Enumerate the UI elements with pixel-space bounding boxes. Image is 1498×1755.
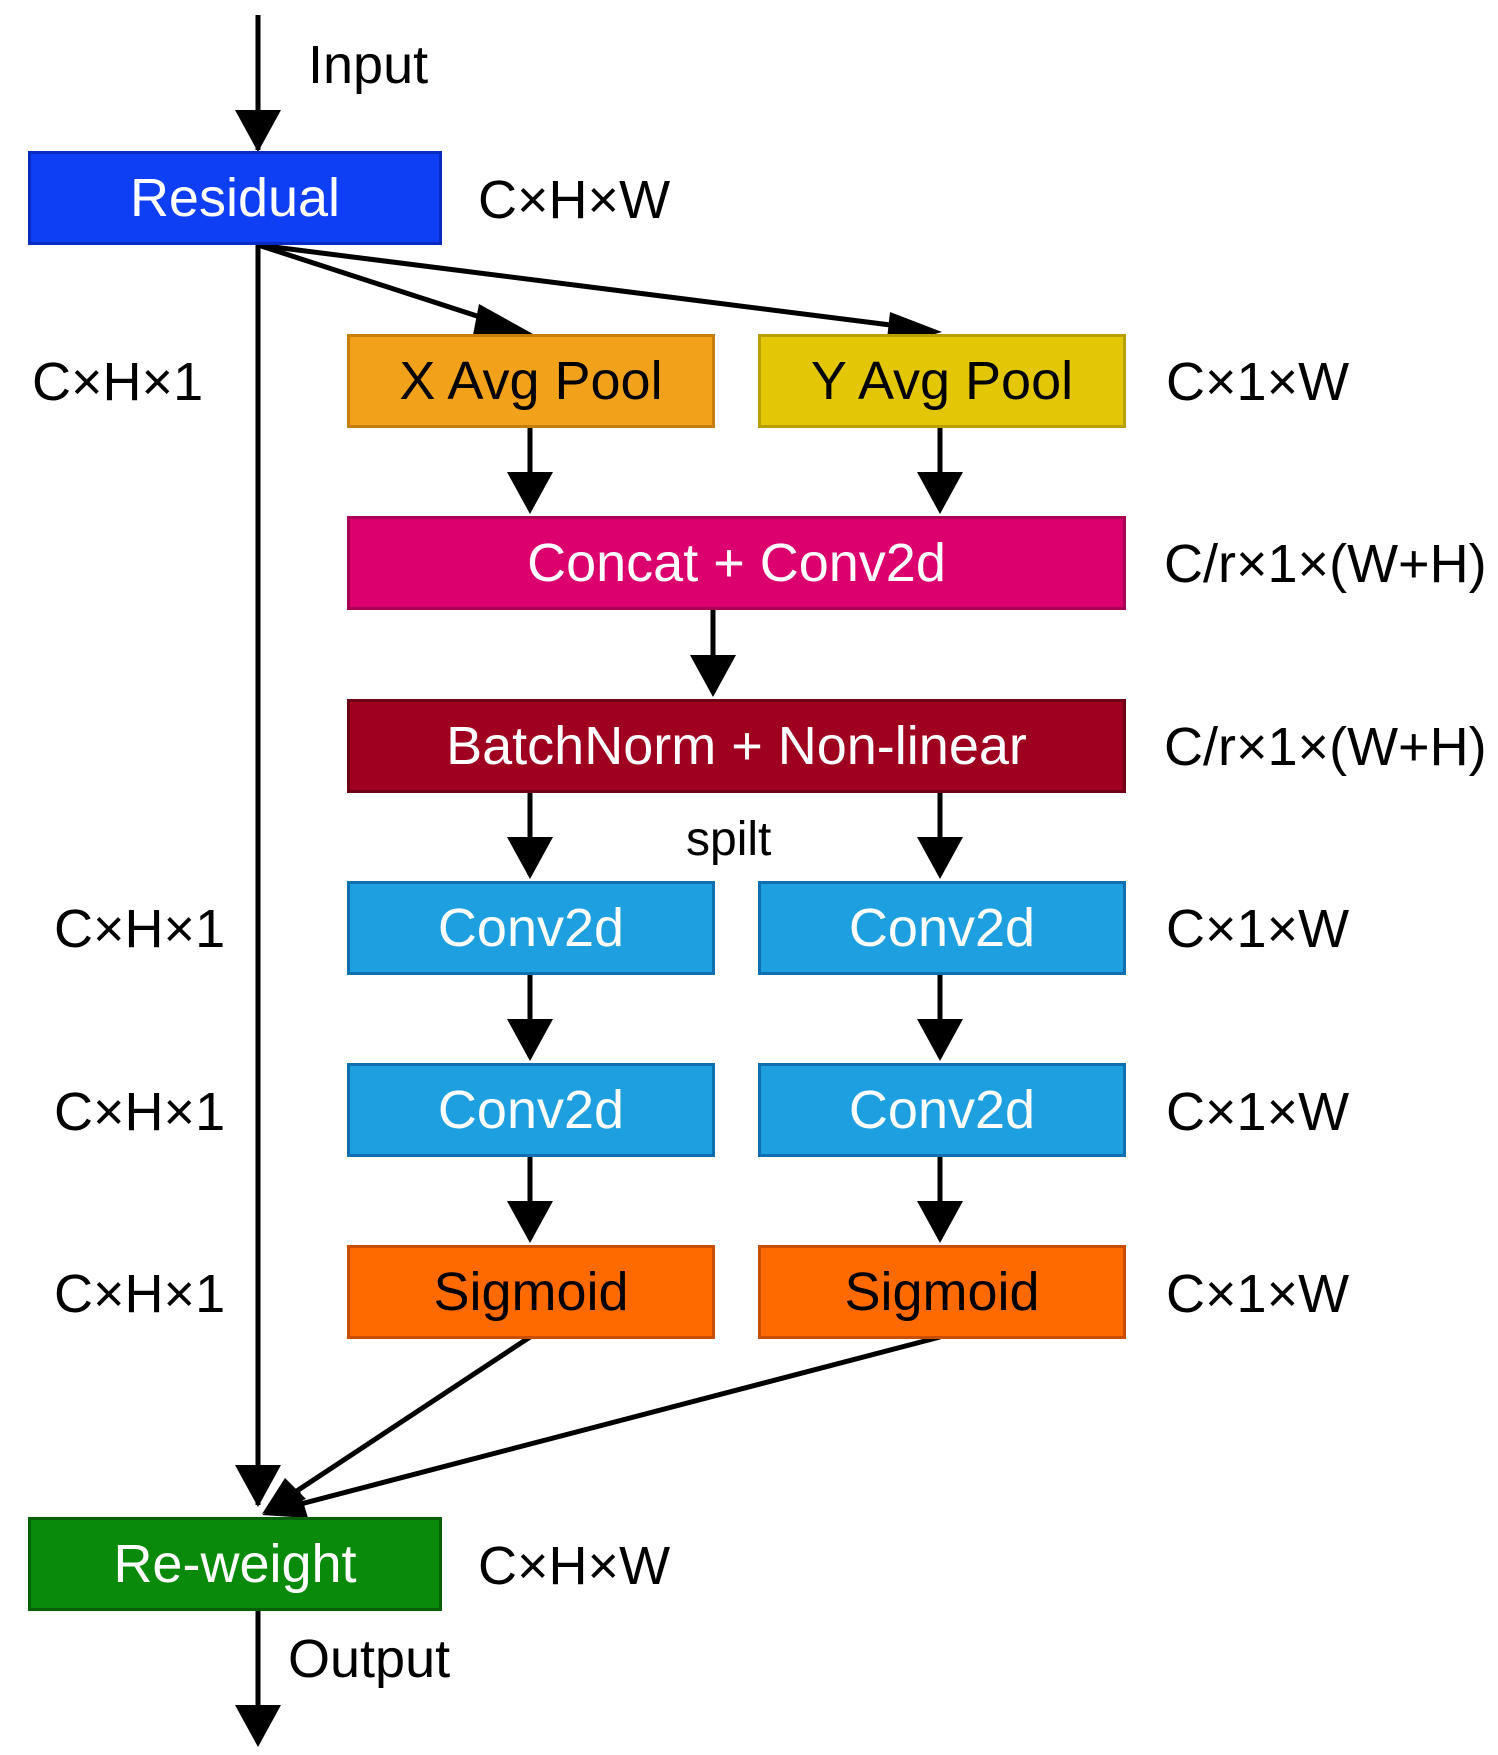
arrowhead-sigmoidy-reweight xyxy=(262,1491,308,1518)
conv2d-x2-block: Conv2d xyxy=(347,1063,715,1157)
arrowhead-input xyxy=(235,110,281,152)
arrowhead-xpool xyxy=(472,304,533,340)
x-avg-pool-block: X Avg Pool xyxy=(347,334,715,428)
conv2d-y2-label: Conv2d xyxy=(848,1080,1036,1140)
arrowhead-sigmoidx xyxy=(507,1201,553,1243)
reweight-block: Re-weight xyxy=(28,1517,442,1611)
conv2d-y1-block: Conv2d xyxy=(758,881,1126,975)
dim-sigmoid-x: C×H×1 xyxy=(54,1264,226,1324)
batchnorm-nonlinear-block: BatchNorm + Non-linear xyxy=(347,699,1126,793)
residual-block: Residual xyxy=(28,151,442,245)
arrow-residual-xpool xyxy=(257,242,521,333)
arrowhead-convy1 xyxy=(917,837,963,879)
arrowhead-output xyxy=(235,1705,281,1747)
concat-conv2d-label: Concat + Conv2d xyxy=(527,533,946,593)
arrowhead-convy2 xyxy=(917,1019,963,1061)
arrow-sigmoidx-reweight xyxy=(266,1334,532,1513)
conv2d-x2-label: Conv2d xyxy=(437,1080,625,1140)
arrowhead-trunk xyxy=(235,1465,281,1507)
x-avg-pool-label: X Avg Pool xyxy=(399,351,663,411)
dim-conv-y2: C×1×W xyxy=(1166,1082,1350,1142)
arrow-sigmoidy-reweight xyxy=(269,1334,941,1515)
sigmoid-y-block: Sigmoid xyxy=(758,1245,1126,1339)
conv2d-x1-block: Conv2d xyxy=(347,881,715,975)
arrowhead-concat-batchnorm xyxy=(690,655,736,697)
conv2d-y1-label: Conv2d xyxy=(848,898,1036,958)
dim-batchnorm: C/r×1×(W+H) xyxy=(1164,717,1487,777)
conv2d-y2-block: Conv2d xyxy=(758,1063,1126,1157)
arrowhead-convx2 xyxy=(507,1019,553,1061)
dim-conv-y1: C×1×W xyxy=(1166,899,1350,959)
batchnorm-nonlinear-label: BatchNorm + Non-linear xyxy=(446,716,1027,776)
reweight-label: Re-weight xyxy=(113,1534,357,1594)
arrowhead-xpool-concat xyxy=(507,472,553,514)
sigmoid-x-block: Sigmoid xyxy=(347,1245,715,1339)
dim-sigmoid-y: C×1×W xyxy=(1166,1264,1350,1324)
arrowhead-ypool-concat xyxy=(917,472,963,514)
residual-label: Residual xyxy=(129,168,341,228)
arrowhead-convx1 xyxy=(507,837,553,879)
output-label: Output xyxy=(288,1629,451,1689)
dim-residual: C×H×W xyxy=(478,170,671,230)
input-label: Input xyxy=(308,35,429,95)
spilt-label: spilt xyxy=(686,813,772,866)
arrowhead-sigmoidx-reweight xyxy=(262,1478,306,1514)
dim-x-pool: C×H×1 xyxy=(32,352,204,412)
dim-reweight: C×H×W xyxy=(478,1536,671,1596)
arrowhead-sigmoidy xyxy=(917,1201,963,1243)
arrow-residual-ypool xyxy=(257,242,931,333)
y-avg-pool-label: Y Avg Pool xyxy=(810,351,1074,411)
dim-conv-x2: C×H×1 xyxy=(54,1082,226,1142)
concat-conv2d-block: Concat + Conv2d xyxy=(347,516,1126,610)
dim-concat: C/r×1×(W+H) xyxy=(1164,534,1487,594)
dim-y-pool: C×1×W xyxy=(1166,352,1350,412)
dim-conv-x1: C×H×1 xyxy=(54,899,226,959)
y-avg-pool-block: Y Avg Pool xyxy=(758,334,1126,428)
sigmoid-x-label: Sigmoid xyxy=(433,1262,629,1322)
sigmoid-y-label: Sigmoid xyxy=(844,1262,1040,1322)
conv2d-x1-label: Conv2d xyxy=(437,898,625,958)
